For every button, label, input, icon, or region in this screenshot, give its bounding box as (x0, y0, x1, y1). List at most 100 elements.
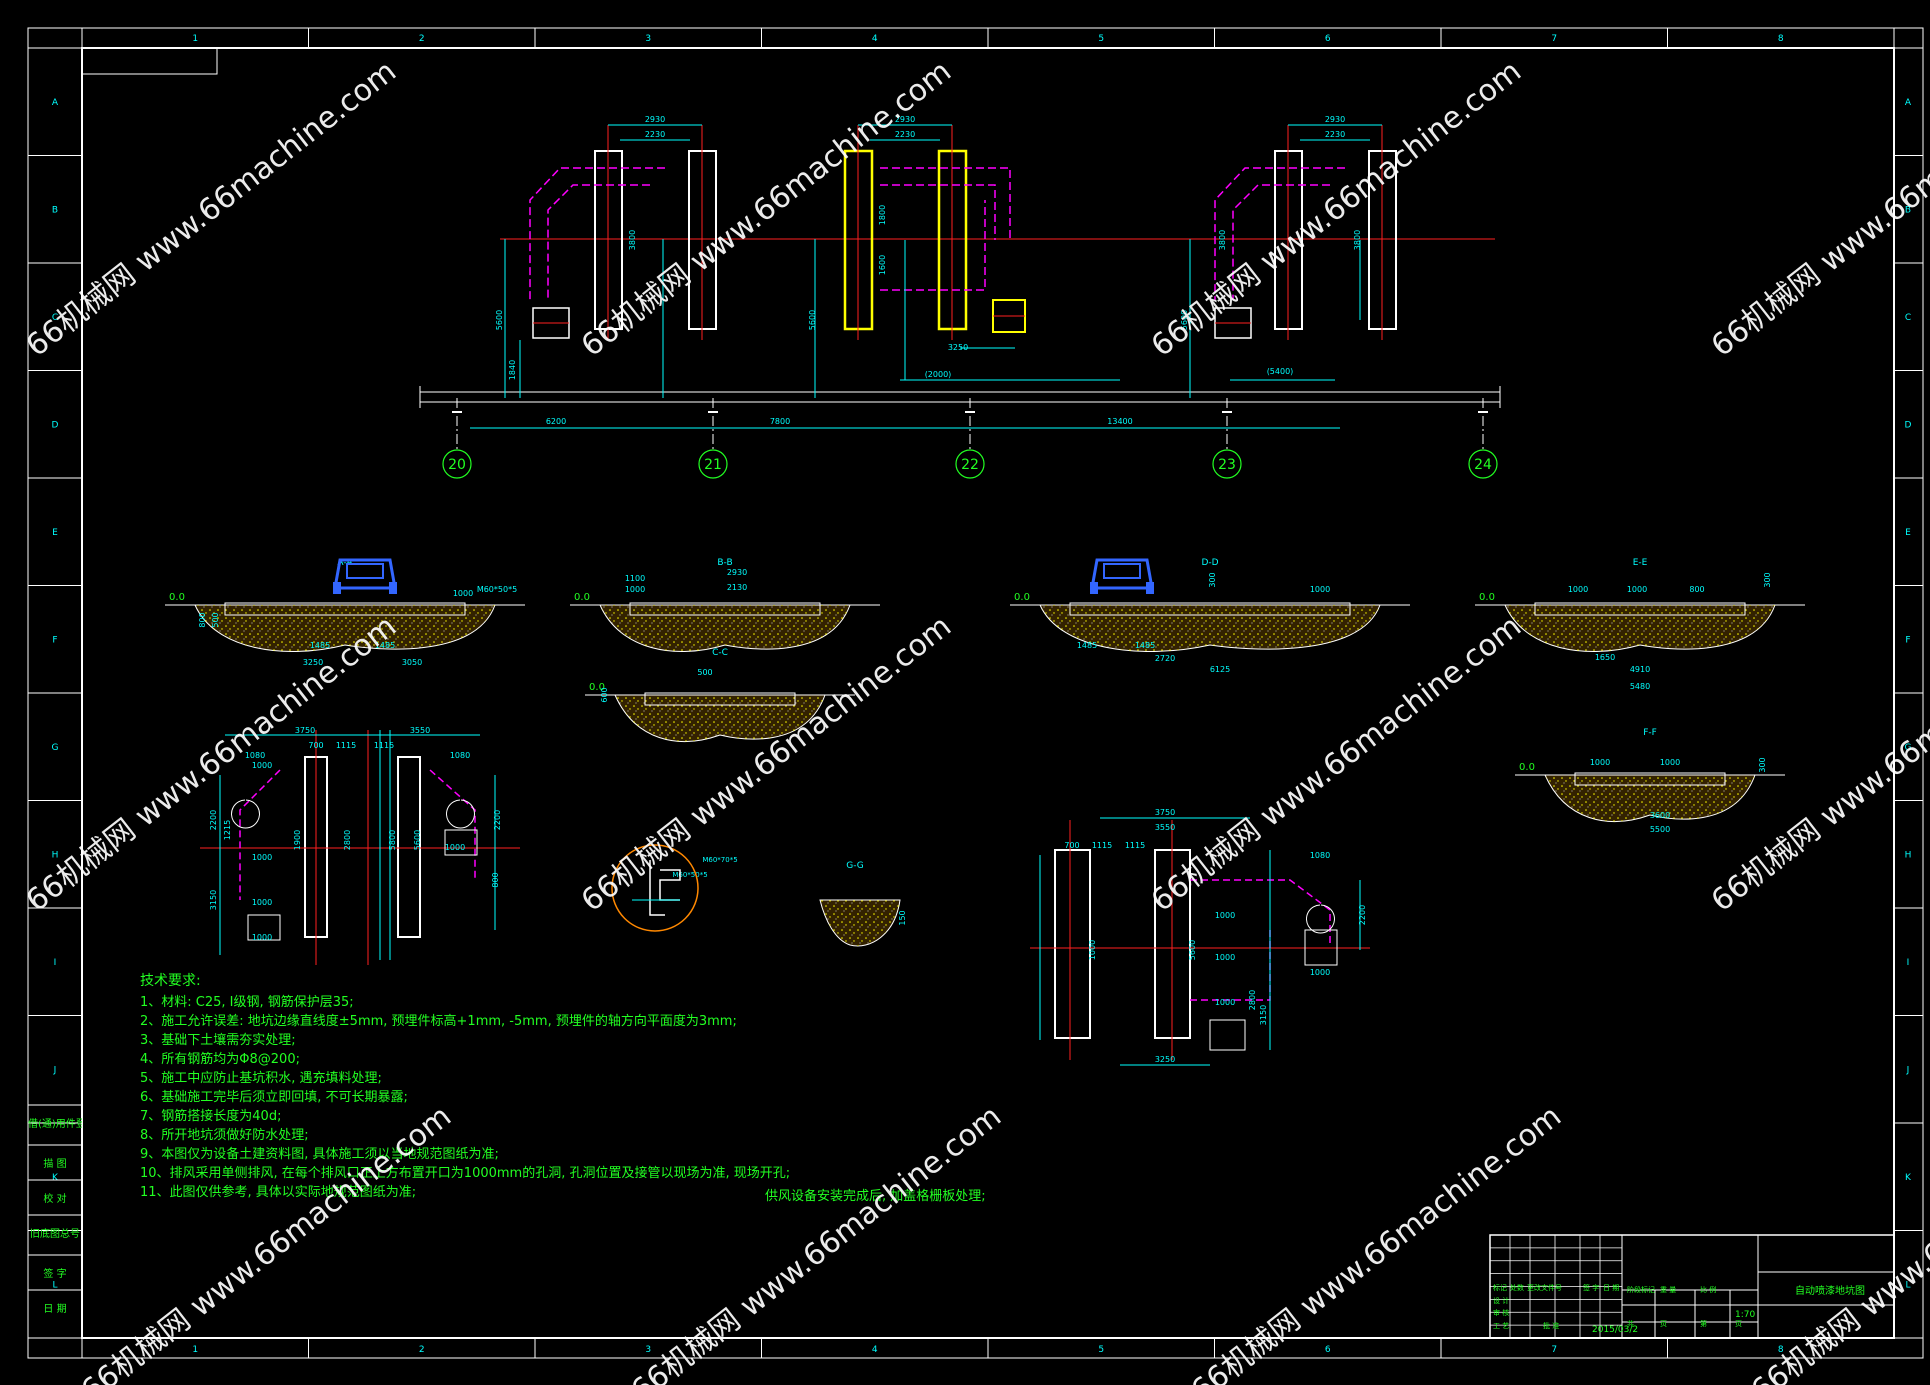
dim-label: 300 (1758, 757, 1767, 772)
project-title: 自动喷漆地坑图 (1795, 1286, 1865, 1297)
level-mark: 0.0 (1479, 592, 1495, 603)
dim-label: 1000 (1215, 911, 1235, 920)
dim-label: 5600 (1180, 310, 1189, 330)
dim-label: 2720 (1155, 654, 1175, 663)
note-line: 11、此图仅供参考, 具体以实际地规范图纸为准; (140, 1185, 417, 1200)
dim-label: 1000 (1660, 758, 1680, 767)
axis-label: 23 (1218, 457, 1236, 473)
column-label: 4 (872, 1345, 878, 1355)
column-label: 8 (1778, 34, 1784, 44)
dim-label: 4910 (1630, 665, 1650, 674)
row-label: F (1905, 635, 1910, 645)
plan-group-left (504, 124, 717, 398)
title-block-label: 设 计 (1493, 1297, 1510, 1305)
dim-label: 1485 (375, 641, 395, 650)
dim-label: 3800 (1353, 230, 1362, 250)
plan-dimensions: 2930223029302230293022303800180016003800… (495, 115, 1362, 426)
dim-label: 2230 (645, 130, 665, 139)
dim-label: 3550 (1155, 823, 1175, 832)
dim-label: 1115 (1092, 841, 1112, 850)
column-label: 6 (1325, 34, 1331, 44)
column-label: 2 (419, 1345, 425, 1355)
lower-right-plan (1030, 817, 1370, 1066)
column-label: 7 (1551, 1345, 1557, 1355)
top-left-box (81, 47, 218, 75)
side-label: 日 期 (43, 1304, 67, 1315)
dim-label: 1485 (310, 641, 330, 650)
dim-label: 1115 (1125, 841, 1145, 850)
title-block-grid (1490, 1235, 1622, 1338)
dim-label: 1080 (1310, 851, 1330, 860)
dim-label: 2200 (1358, 905, 1367, 925)
note-line: 2、施工允许误差: 地坑边缘直线度±5mm, 预埋件标高+1mm, -5mm, … (140, 1014, 737, 1029)
note-line: 5、施工中应防止基坑积水, 遇充填料处理; (140, 1071, 382, 1086)
anchor-detail (611, 844, 699, 932)
axis-bubble (1468, 449, 1498, 479)
dim-label: 800 (1689, 585, 1704, 594)
dim-label: 1900 (293, 830, 302, 850)
dim-label: 1080 (450, 751, 470, 760)
title-block-label: 阶段标记 (1627, 1286, 1655, 1294)
row-label: D (52, 420, 59, 430)
level-mark: 0.0 (574, 592, 590, 603)
dim-label: 1840 (508, 360, 517, 380)
dim-label: 500 (697, 668, 712, 677)
dim-label: 500 (211, 612, 220, 627)
section-title: F-F (1643, 728, 1657, 738)
dim-label: 800 (491, 872, 500, 887)
dim-label: 2130 (727, 583, 747, 592)
dim-label: 3150 (1259, 1005, 1268, 1025)
note-line: 8、所开地坑须做好防水处理; (140, 1128, 309, 1143)
row-label: J (53, 1065, 57, 1075)
level-mark: 0.0 (589, 682, 605, 693)
dim-label: 1080 (245, 751, 265, 760)
title-block-label: 处数 (1510, 1284, 1524, 1292)
dim-label: 1600 (878, 255, 887, 275)
dim-label: 7800 (770, 417, 790, 426)
axis-bubble (442, 449, 472, 479)
title-block-label: 批 准 (1543, 1322, 1560, 1330)
dim-label: 3150 (209, 890, 218, 910)
dim-label: 3250 (303, 658, 323, 667)
dim-label: 1115 (336, 741, 356, 750)
level-mark: 0.0 (169, 592, 185, 603)
note-line: 7、钢筋搭接长度为40d; (140, 1109, 282, 1124)
row-label: F (52, 635, 57, 645)
dim-label: 3750 (1155, 808, 1175, 817)
dim-label: 2230 (1325, 130, 1345, 139)
notes-title: 技术要求: (140, 973, 201, 989)
side-label: 签 字 (43, 1269, 67, 1280)
dim-label: 1000 (252, 898, 272, 907)
dim-label: 3250 (948, 343, 968, 352)
row-label: L (1905, 1280, 1910, 1290)
title-block-label: 页 (1735, 1320, 1742, 1328)
detail-label: M60*70*5 (702, 856, 737, 864)
dim-label: 3750 (295, 726, 315, 735)
row-label: I (54, 958, 57, 968)
dim-label: 5600 (808, 310, 817, 330)
dim-label: (2000) (925, 370, 952, 379)
side-label: 描 图 (43, 1159, 67, 1170)
dim-label: (5400) (1267, 367, 1294, 376)
row-label: J (1906, 1065, 1910, 1075)
detail-label: M60*50*5 (672, 871, 707, 879)
row-label: E (52, 528, 58, 538)
dim-label: 1000 (453, 589, 473, 598)
column-label: 3 (645, 1345, 651, 1355)
dim-label: 3800 (1218, 230, 1227, 250)
row-label: K (1905, 1173, 1912, 1183)
title-block-label: 第 (1700, 1320, 1707, 1328)
dim-label: 1100 (625, 574, 645, 583)
dim-label: 1000 (625, 585, 645, 594)
dim-label: 700 (1064, 841, 1079, 850)
section-title: A-A (337, 558, 353, 568)
notes-list: 1、材料: C25, I级钢, 钢筋保护层35;2、施工允许误差: 地坑边缘直线… (140, 993, 860, 1202)
dim-label: 600 (600, 687, 609, 702)
note-line: 3、基础下土壤需夯实处理; (140, 1033, 296, 1048)
date-value: 2015/03/2 (1592, 1325, 1639, 1335)
